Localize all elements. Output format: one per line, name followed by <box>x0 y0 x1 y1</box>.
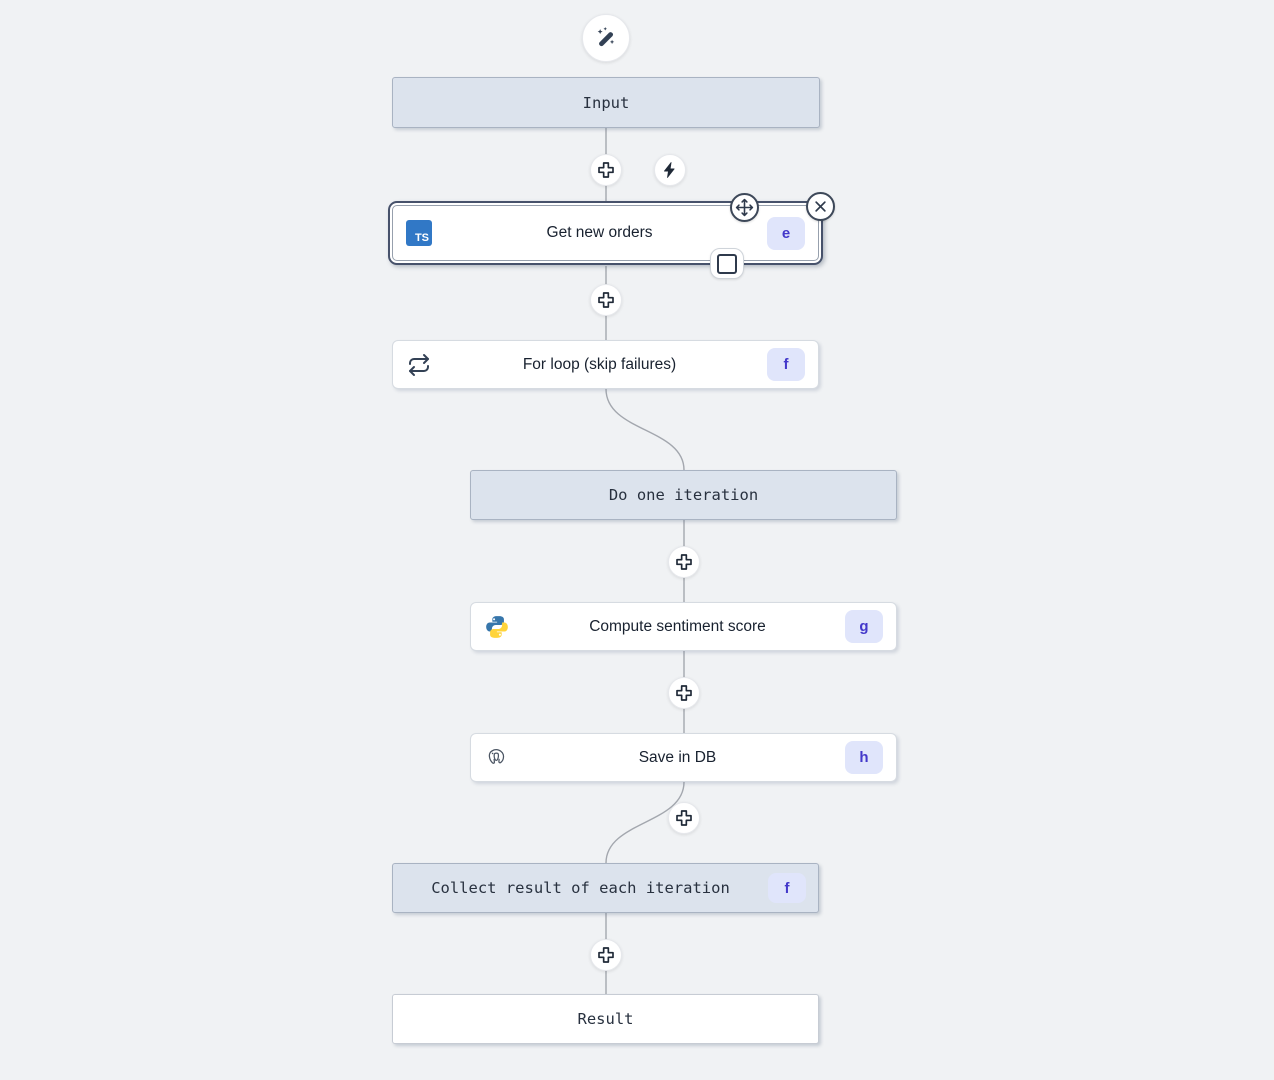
step-id-badge: g <box>845 610 883 643</box>
lightning-icon <box>664 162 675 178</box>
node-checkbox-button[interactable] <box>710 248 744 279</box>
step-id-badge: h <box>845 741 883 774</box>
magic-wand-icon <box>597 27 615 47</box>
plus-icon <box>676 554 692 570</box>
repeat-icon <box>406 352 432 378</box>
insert-step-button[interactable] <box>590 154 622 186</box>
insert-step-button[interactable] <box>668 546 700 578</box>
move-icon <box>735 198 754 217</box>
insert-step-button[interactable] <box>590 939 622 971</box>
plus-icon <box>676 810 692 826</box>
postgresql-icon <box>484 745 510 771</box>
node-collect-result[interactable]: Collect result of each iteration f <box>392 863 819 913</box>
insert-step-button[interactable] <box>668 677 700 709</box>
node-label: Get new orders <box>546 224 653 241</box>
plus-icon <box>598 162 614 178</box>
step-id-badge: f <box>767 348 805 381</box>
node-compute-sentiment-score[interactable]: Compute sentiment score g <box>470 602 897 651</box>
node-label: Compute sentiment score <box>589 617 766 635</box>
node-do-one-iteration[interactable]: Do one iteration <box>470 470 897 520</box>
plus-icon <box>598 947 614 963</box>
add-trigger-button[interactable] <box>654 154 686 186</box>
node-label: Collect result of each iteration <box>431 879 730 897</box>
node-label: For loop (skip failures) <box>522 355 677 373</box>
square-icon <box>717 253 737 274</box>
node-input[interactable]: Input <box>392 77 820 128</box>
plus-icon <box>598 292 614 308</box>
node-for-loop[interactable]: For loop (skip failures) f <box>392 340 819 389</box>
node-label: Result <box>577 1010 634 1028</box>
node-label: Do one iteration <box>608 486 759 504</box>
insert-step-button[interactable] <box>590 284 622 316</box>
insert-step-button[interactable] <box>668 802 700 834</box>
python-icon <box>484 614 510 640</box>
typescript-icon: TS <box>406 220 432 246</box>
step-id-badge: e <box>767 216 805 250</box>
node-label: Save in DB <box>638 748 717 766</box>
node-save-in-db[interactable]: Save in DB h <box>470 733 897 782</box>
plus-icon <box>676 685 692 701</box>
close-icon <box>815 201 826 212</box>
node-label: Input <box>582 93 630 112</box>
ai-wand-button[interactable] <box>582 14 630 62</box>
remove-node-button[interactable] <box>806 192 835 221</box>
move-node-handle[interactable] <box>730 193 759 222</box>
node-result[interactable]: Result <box>392 994 819 1044</box>
step-id-badge: f <box>768 873 806 903</box>
